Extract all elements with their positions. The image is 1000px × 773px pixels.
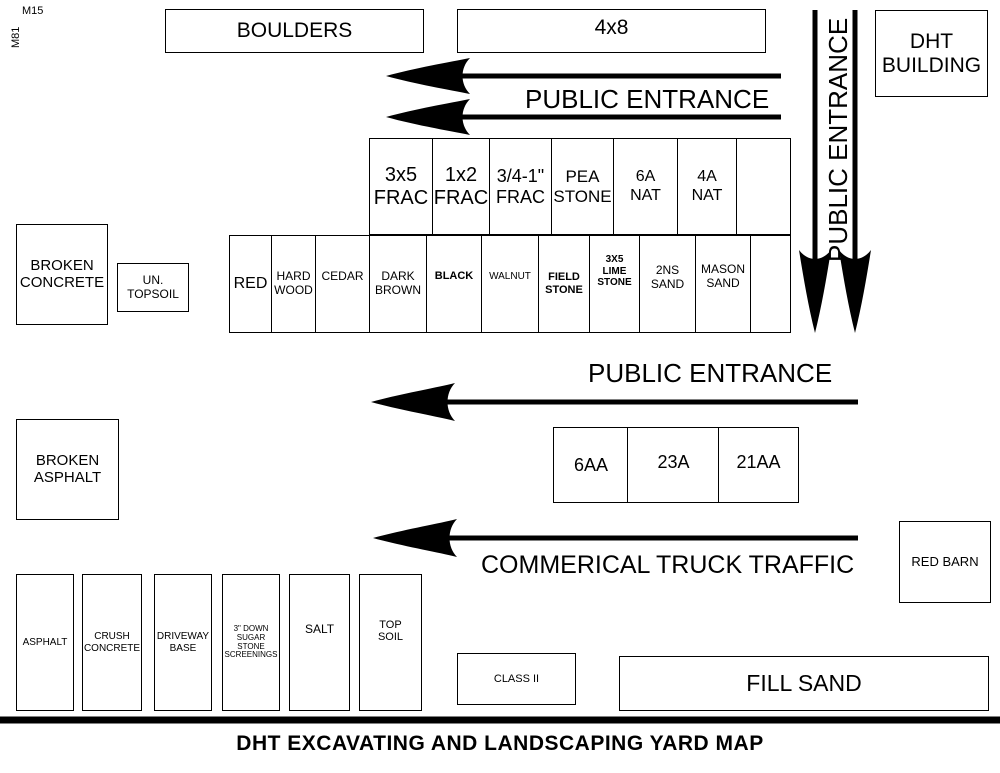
bin-sugar-stone-screenings: 3" DOWN SUGAR STONE SCREENINGS bbox=[222, 574, 280, 711]
bin-asphalt: ASPHALT bbox=[16, 574, 74, 711]
bin-red: RED bbox=[229, 235, 272, 333]
bin-top-soil: TOP SOIL bbox=[359, 574, 422, 711]
red-barn: RED BARN bbox=[899, 521, 991, 603]
bin-pea-stone: PEA STONE bbox=[551, 138, 614, 235]
boulders-area: BOULDERS bbox=[165, 9, 424, 53]
bin-walnut: WALNUT bbox=[481, 235, 539, 333]
bin-mason-sand: MASON SAND bbox=[695, 235, 751, 333]
arrow-vertical-1 bbox=[799, 10, 831, 333]
bin-23a: 23A bbox=[627, 427, 720, 503]
four-by-eight-area: 4x8 bbox=[457, 9, 766, 53]
bin-hard-wood: HARD WOOD bbox=[271, 235, 316, 333]
bin-class-ii: CLASS II bbox=[457, 653, 576, 705]
unscreened-topsoil-area: UN. TOPSOIL bbox=[117, 263, 189, 312]
bin-upper-empty bbox=[736, 138, 791, 235]
bin-black: BLACK bbox=[426, 235, 482, 333]
broken-concrete-area: BROKEN CONCRETE bbox=[16, 224, 108, 325]
bin-driveway-base: DRIVEWAY BASE bbox=[154, 574, 212, 711]
bin-three-quarter-frac: 3/4-1" FRAC bbox=[489, 138, 552, 235]
public-entrance-label-vertical: PUBLIC ENTRANCE bbox=[823, 17, 853, 262]
broken-asphalt-area: BROKEN ASPHALT bbox=[16, 419, 119, 520]
arrow-middle bbox=[371, 383, 858, 421]
bin-6a-nat: 6A NAT bbox=[613, 138, 678, 235]
bin-lower-empty bbox=[750, 235, 791, 333]
bin-6aa: 6AA bbox=[553, 427, 629, 503]
bin-2ns-sand: 2NS SAND bbox=[639, 235, 696, 333]
map-code-m15: M15 bbox=[22, 5, 44, 17]
arrow-top-2 bbox=[386, 99, 781, 135]
bin-3x5-lime-stone: 3X5 LIME STONE bbox=[589, 235, 640, 333]
truck-traffic-label: COMMERICAL TRUCK TRAFFIC bbox=[481, 551, 855, 579]
bin-21aa: 21AA bbox=[718, 427, 799, 503]
arrow-top-1 bbox=[386, 58, 781, 94]
public-entrance-label-top: PUBLIC ENTRANCE bbox=[525, 84, 770, 114]
bin-dark-brown: DARK BROWN bbox=[369, 235, 427, 333]
dht-building: DHT BUILDING bbox=[875, 10, 988, 97]
bin-cedar: CEDAR bbox=[315, 235, 370, 333]
bin-1x2-frac: 1x2 FRAC bbox=[432, 138, 490, 235]
arrow-truck bbox=[373, 519, 858, 557]
bin-4a-nat: 4A NAT bbox=[677, 138, 737, 235]
bin-crush-concrete: CRUSH CONCRETE bbox=[82, 574, 142, 711]
fill-sand-area: FILL SAND bbox=[619, 656, 989, 711]
bin-field-stone: FIELD STONE bbox=[538, 235, 590, 333]
bin-3x5-frac: 3x5 FRAC bbox=[369, 138, 433, 235]
bin-salt: SALT bbox=[289, 574, 350, 711]
public-entrance-label-middle: PUBLIC ENTRANCE bbox=[588, 358, 833, 388]
arrow-vertical-2 bbox=[839, 10, 871, 333]
map-title: DHT EXCAVATING AND LANDSCAPING YARD MAP bbox=[236, 732, 764, 755]
